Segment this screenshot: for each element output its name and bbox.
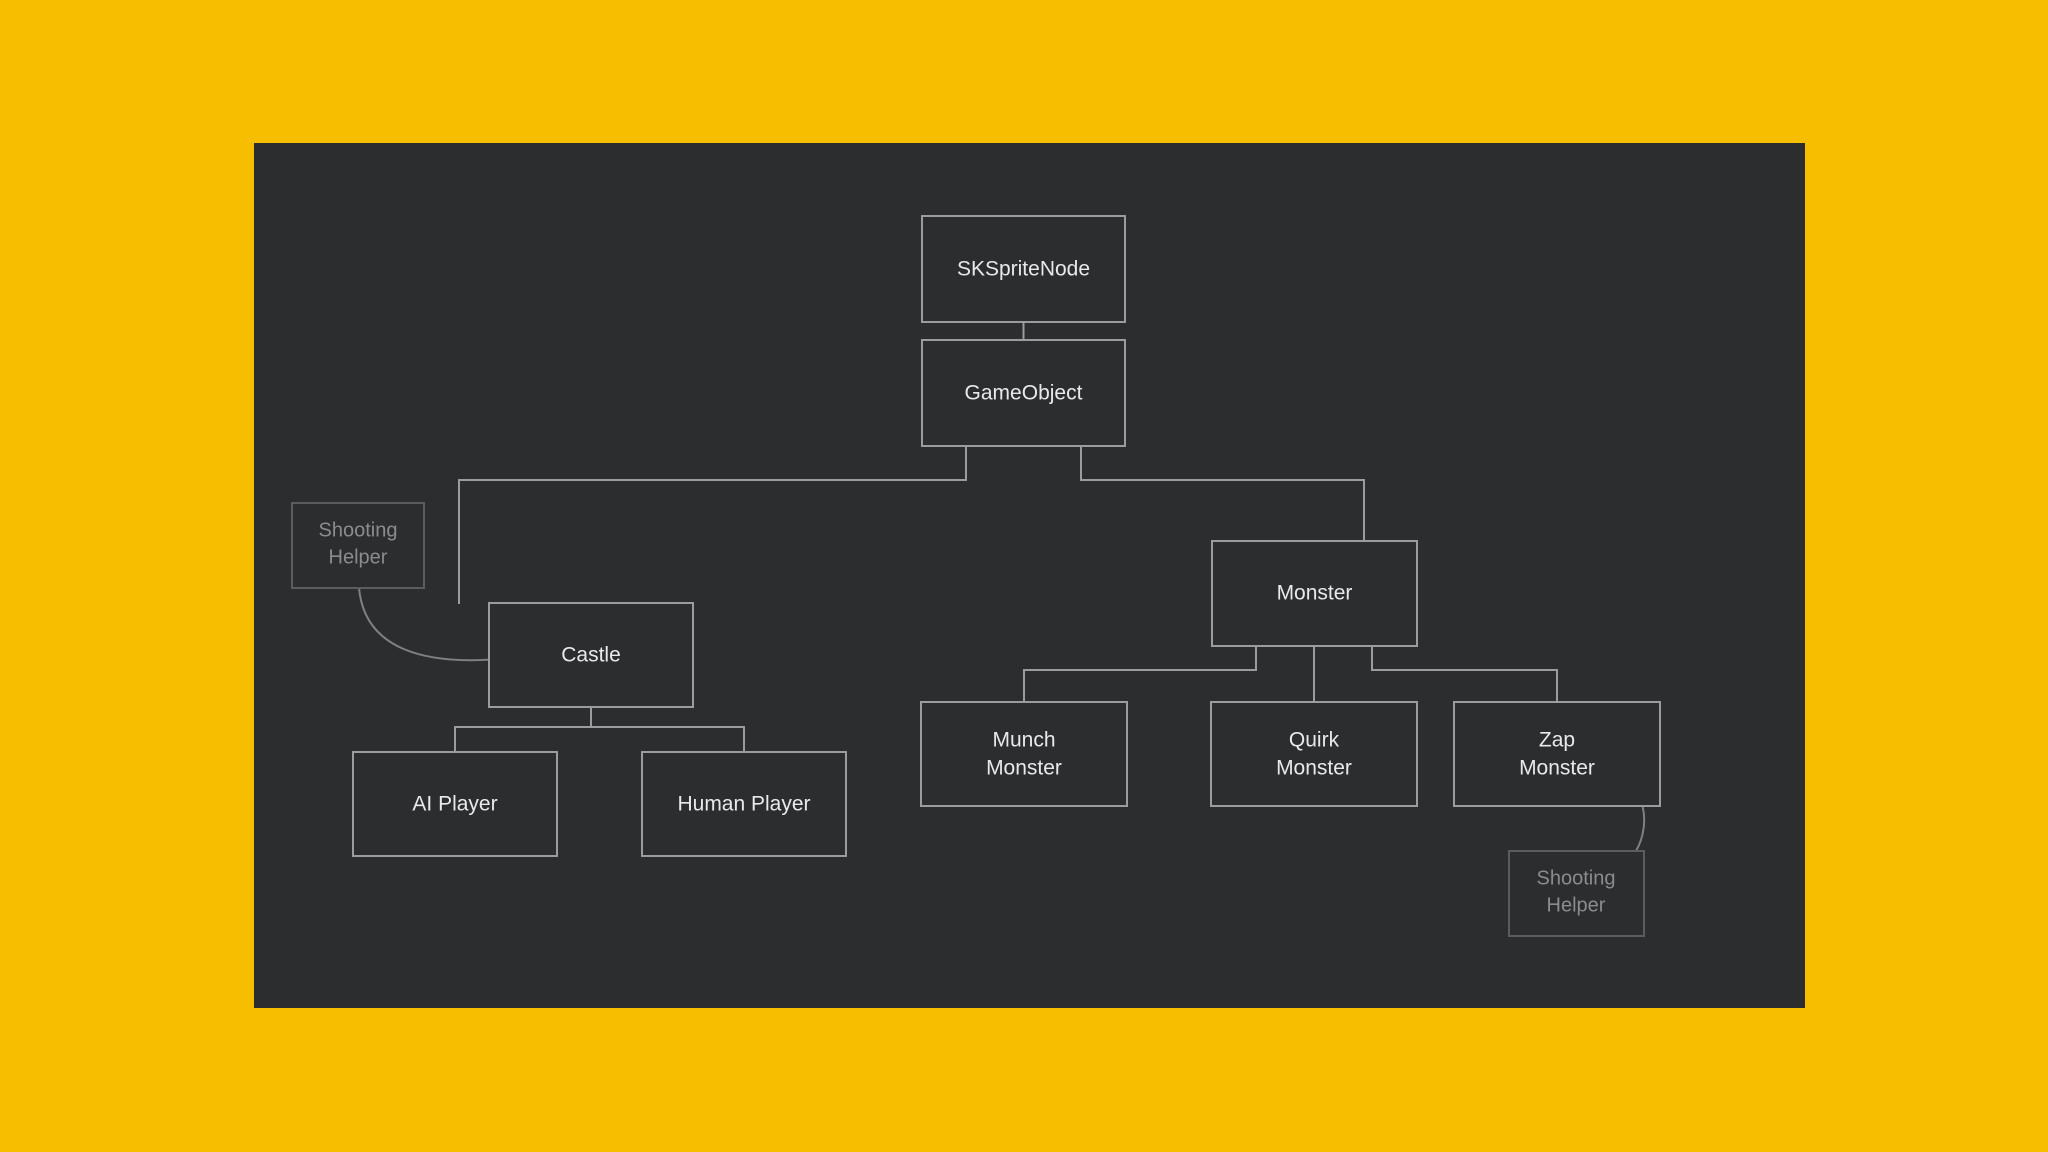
class-hierarchy-diagram: SKSpriteNode GameObject Castle Monster A… <box>291 215 1661 937</box>
node-munch-monster-box[interactable] <box>920 701 1128 807</box>
node-quirk-monster[interactable]: Quirk Monster <box>1210 701 1418 807</box>
helper-note-left-box[interactable] <box>291 502 425 589</box>
node-sksprite-label: SKSpriteNode <box>957 258 1090 281</box>
node-zap-monster[interactable]: Zap Monster <box>1453 701 1661 807</box>
node-quirk-monster-label-line1: Quirk <box>1289 729 1340 752</box>
edge-gameobject-to-monster <box>1080 445 1365 542</box>
helper-note-right-label-line2: Helper <box>1547 894 1606 916</box>
node-quirk-monster-label-line2: Monster <box>1276 757 1352 780</box>
node-humanplayer[interactable]: Human Player <box>641 751 847 857</box>
edge-gameobject-to-castle <box>458 445 967 604</box>
helper-note-right-label-line1: Shooting <box>1537 867 1616 889</box>
helper-note-left-label-line2: Helper <box>329 546 388 568</box>
node-monster-label: Monster <box>1277 582 1353 605</box>
node-quirk-monster-box[interactable] <box>1210 701 1418 807</box>
helper-note-right[interactable]: Shooting Helper <box>1508 850 1645 937</box>
node-gameobject-box[interactable] <box>921 339 1126 447</box>
edge-monster-to-zap <box>1371 645 1558 703</box>
node-sksprite-box[interactable] <box>921 215 1126 323</box>
node-castle-box[interactable] <box>488 602 694 708</box>
node-aiplayer-box[interactable] <box>352 751 558 857</box>
edge-monster-to-munch <box>1023 645 1257 703</box>
helper-note-right-box[interactable] <box>1508 850 1645 937</box>
node-zap-monster-label-line1: Zap <box>1539 729 1575 752</box>
node-sksprite[interactable]: SKSpriteNode <box>921 215 1126 323</box>
helper-note-left[interactable]: Shooting Helper <box>291 502 425 589</box>
node-gameobject[interactable]: GameObject <box>921 339 1126 447</box>
diagram-panel: SKSpriteNode GameObject Castle Monster A… <box>254 143 1805 1008</box>
node-monster[interactable]: Monster <box>1211 540 1418 647</box>
node-zap-monster-label-line2: Monster <box>1519 757 1595 780</box>
node-humanplayer-label: Human Player <box>677 793 810 816</box>
node-castle[interactable]: Castle <box>488 602 694 708</box>
node-munch-monster-label-line1: Munch <box>992 729 1055 752</box>
node-munch-monster-label-line2: Monster <box>986 757 1062 780</box>
node-humanplayer-box[interactable] <box>641 751 847 857</box>
node-munch-monster[interactable]: Munch Monster <box>920 701 1128 807</box>
node-aiplayer[interactable]: AI Player <box>352 751 558 857</box>
node-gameobject-label: GameObject <box>965 382 1083 405</box>
node-zap-monster-box[interactable] <box>1453 701 1661 807</box>
node-monster-box[interactable] <box>1211 540 1418 647</box>
node-castle-label: Castle <box>561 644 621 667</box>
node-aiplayer-label: AI Player <box>412 793 497 816</box>
helper-note-left-label-line1: Shooting <box>319 519 398 541</box>
